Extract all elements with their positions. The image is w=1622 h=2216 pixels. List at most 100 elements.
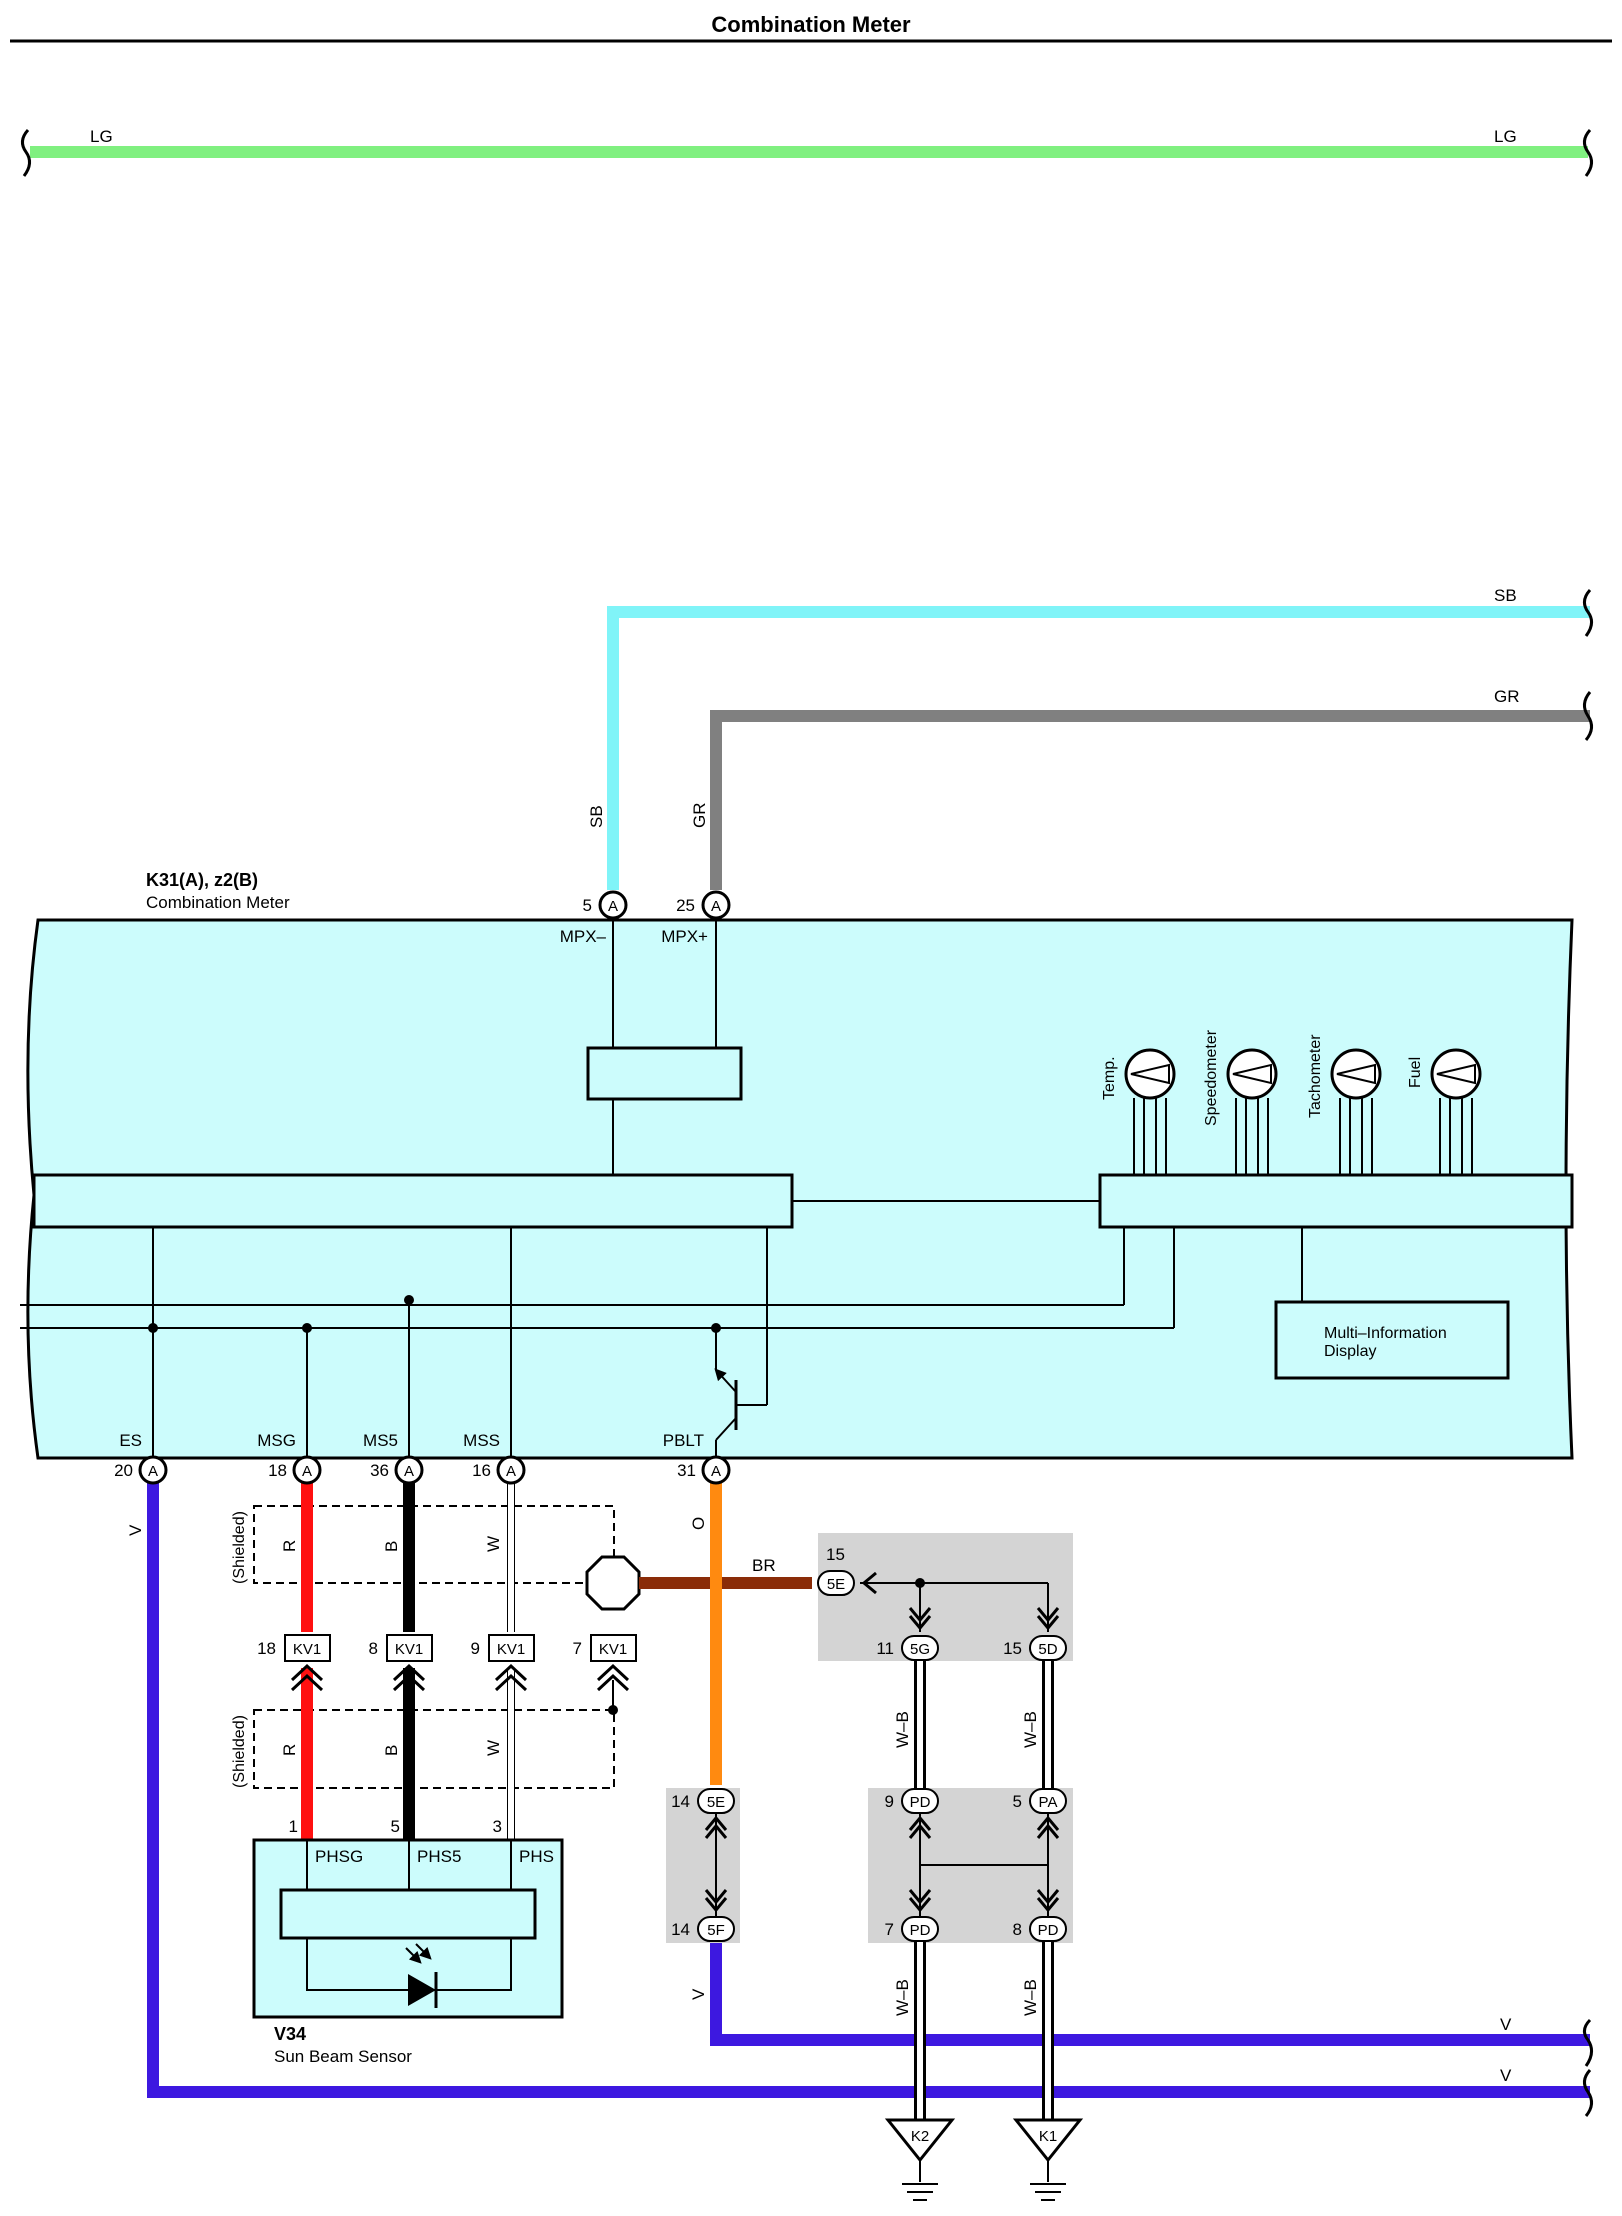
w-wire: W W [484,1470,515,1840]
gr-label-vert: GR [690,803,709,829]
svg-text:A: A [404,1463,414,1480]
br-wire: BR [639,1556,812,1589]
svg-text:5E: 5E [827,1576,845,1593]
svg-text:PD: PD [910,1922,931,1939]
junction-5e-top: 5E 15 [817,1545,855,1596]
junction-block-5e-5f [666,1788,740,1943]
gr-wire: GR GR [690,687,1593,890]
junction-pd-9: PD 9 [885,1788,939,1814]
meter-pin-mpx-minus: A 5 MPX– [560,890,628,946]
kv1-num: 8 [369,1639,378,1658]
pin-signal: MSG [257,1431,296,1450]
junction-num: 15 [1003,1639,1022,1658]
lg-label-right: LG [1494,127,1517,146]
junction-num: 5 [1013,1792,1022,1811]
svg-text:KV1: KV1 [395,1641,423,1658]
junction-pd-8: PD 8 [1013,1916,1067,1942]
pin-signal: ES [119,1431,142,1450]
meter-pin-mss: A 16 MSS [463,1431,526,1485]
v-label-left: V [126,1524,145,1536]
wb-label-1: W–B [893,1711,912,1748]
pin-num: 25 [676,896,695,915]
meter-pin-ms5: A 36 MS5 [363,1431,424,1485]
sensor-pin-1: 1 [289,1817,298,1836]
kv1-num: 9 [471,1639,480,1658]
r-label-top: R [280,1540,299,1552]
v-label-right-a: V [1500,2015,1512,2034]
photodiode-icon [405,1943,438,2008]
junction-num: 14 [671,1920,690,1939]
tachometer-icon: Tachometer [1307,1034,1382,1175]
pin-num: 18 [268,1461,287,1480]
svg-text:PD: PD [910,1794,931,1811]
junction-num: 14 [671,1792,690,1811]
junction-num: 9 [885,1792,894,1811]
ground-k2-icon: K2 [884,2118,956,2201]
svg-text:5E: 5E [707,1794,725,1811]
pin-signal: MS5 [363,1431,398,1450]
gauge-label-tachometer: Tachometer [1307,1034,1324,1118]
svg-text:KV1: KV1 [497,1641,525,1658]
sensor-pin-5: 5 [391,1817,400,1836]
svg-text:5D: 5D [1038,1641,1057,1658]
kv1-num: 18 [257,1639,276,1658]
shield-splice-icon [585,1555,641,1611]
kv1-connector-18: KV1 18 [257,1634,331,1692]
pblt-transistor [711,1323,738,1458]
svg-text:5F: 5F [707,1922,725,1939]
mpx-interface [586,1046,743,1101]
pin-num: 36 [370,1461,389,1480]
r-wire: R R [280,1470,313,1840]
junction-5e-mid: 5E 14 [671,1788,735,1814]
wb-wires: W–B W–B W–B W–B [893,1660,1054,2120]
wb-label-3: W–B [893,1979,912,2016]
v-wire-mid: V V [689,1940,1590,2046]
combination-meter: K31(A), z2(B) Combination Meter Multi–In… [20,870,1574,1460]
junction-num: 11 [876,1639,894,1658]
w-label-top: W [484,1536,503,1552]
pin-signal: MPX– [560,927,607,946]
o-wire: O [689,1470,722,1785]
gauge-label-fuel: Fuel [1407,1057,1424,1088]
v-label-right-b: V [1500,2066,1512,2085]
junction-num: 8 [1013,1920,1022,1939]
kv1-connector-9: KV1 9 [471,1634,535,1692]
svg-text:A: A [148,1463,158,1480]
pin-signal: PBLT [663,1431,704,1450]
pin-num: 16 [472,1461,491,1480]
svg-text:A: A [711,898,721,915]
gauge-label-temp: Temp. [1101,1056,1118,1100]
meter-pin-pblt: A 31 PBLT [663,1431,731,1485]
sensor-name: Sun Beam Sensor [274,2047,412,2066]
mid-label-2: Display [1324,1343,1376,1360]
shield-label-top: (Shielded) [231,1511,248,1584]
b-label-top: B [382,1541,401,1552]
svg-text:KV1: KV1 [599,1641,627,1658]
junction-num: 7 [885,1920,894,1939]
wb-label-4: W–B [1021,1979,1040,2016]
sensor-code: V34 [274,2024,306,2044]
v-label-mid: V [689,1988,708,2000]
pin-num: 31 [677,1461,696,1480]
gr-label-right: GR [1494,687,1520,706]
v-wire-left: V V [126,1470,1590,2098]
kv1-connector-7: KV1 7 [573,1634,637,1692]
lg-wire: LG LG [21,127,1593,177]
pin-signal: MSS [463,1431,500,1450]
page-title: Combination Meter [711,12,911,37]
sensor-signal-phsg: PHSG [315,1847,363,1866]
lg-label-left: LG [90,127,113,146]
svg-text:A: A [711,1463,721,1480]
shield-label-bot: (Shielded) [231,1715,248,1788]
sb-wire: SB SB [587,586,1593,890]
pin-signal: MPX+ [661,927,708,946]
w-label-bot: W [484,1740,503,1756]
speedometer-icon: Speedometer [1203,1029,1278,1175]
meter-pin-msg: A 18 MSG [257,1431,322,1485]
svg-text:PA: PA [1039,1794,1058,1811]
ground-label-k2: K2 [911,2128,929,2145]
b-wire: B B [382,1470,415,1840]
sensor-pin-3: 3 [493,1817,502,1836]
sensor-signal-phs: PHS [519,1847,554,1866]
